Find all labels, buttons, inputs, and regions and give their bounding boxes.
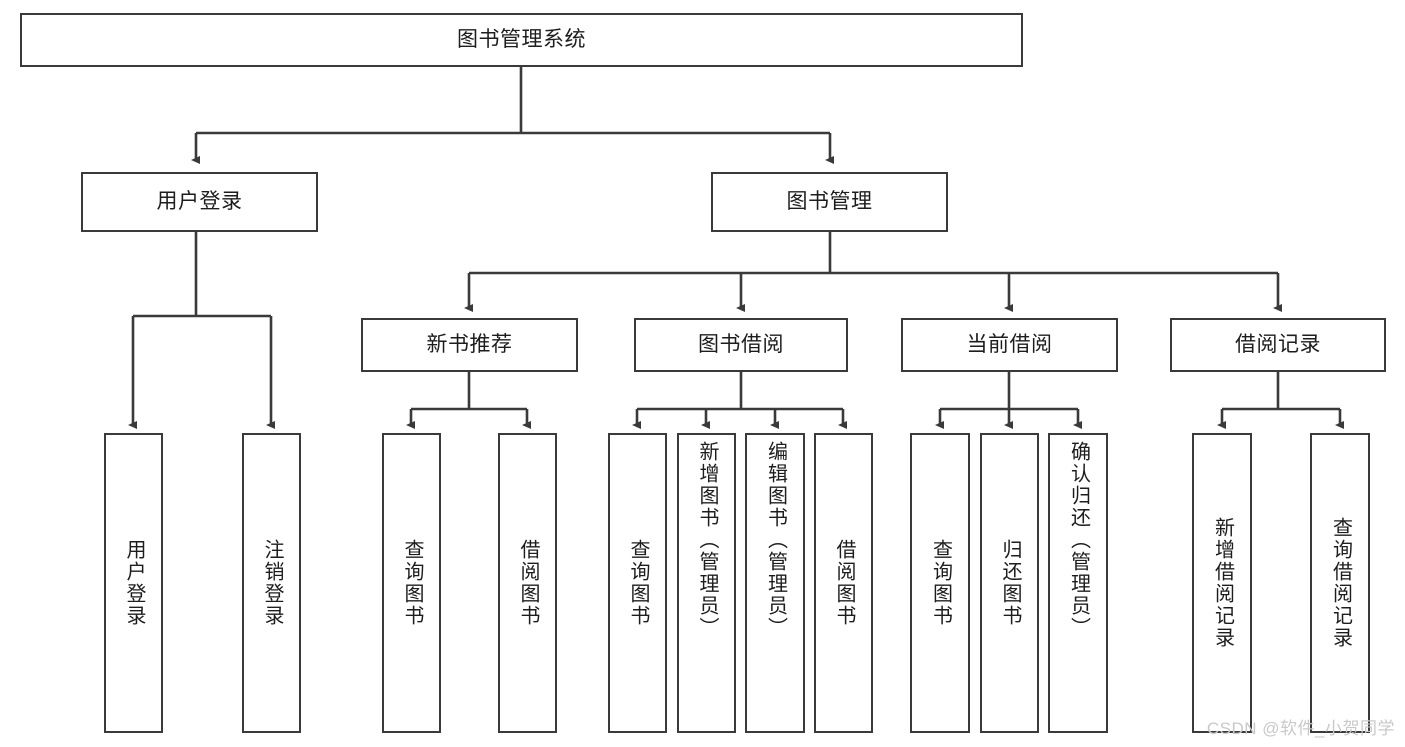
node-leaf-return-book[interactable]: 归还图书 — [980, 433, 1039, 733]
node-leaf-query-book-3-label: 查询图书 — [929, 539, 952, 627]
node-leaf-borrow-book-2-label: 借阅图书 — [833, 539, 855, 627]
node-new-book-rec[interactable]: 新书推荐 — [361, 318, 578, 372]
node-borrow-record-label: 借阅记录 — [1235, 333, 1321, 357]
node-leaf-query-record[interactable]: 查询借阅记录 — [1310, 433, 1370, 733]
node-leaf-add-book[interactable]: 新增图书（管理员） — [677, 433, 736, 733]
node-book-manage-label: 图书管理 — [786, 190, 873, 214]
node-borrow-record[interactable]: 借阅记录 — [1170, 318, 1386, 372]
node-leaf-confirm-return-label: 确认归还（管理员） — [1067, 441, 1090, 639]
node-book-borrow-label: 图书借阅 — [698, 333, 784, 357]
node-root-label: 图书管理系统 — [457, 28, 586, 52]
node-leaf-user-login-label: 用户登录 — [123, 539, 145, 627]
node-leaf-user-login[interactable]: 用户登录 — [104, 433, 163, 733]
node-current-borrow[interactable]: 当前借阅 — [901, 318, 1118, 372]
node-leaf-query-book-2-label: 查询图书 — [627, 539, 649, 627]
node-new-book-rec-label: 新书推荐 — [426, 333, 513, 357]
node-book-manage[interactable]: 图书管理 — [711, 172, 948, 232]
node-leaf-add-record-label: 新增借阅记录 — [1211, 517, 1234, 649]
node-leaf-add-book-label: 新增图书（管理员） — [696, 441, 718, 639]
node-current-borrow-label: 当前借阅 — [966, 333, 1053, 357]
node-leaf-edit-book[interactable]: 编辑图书（管理员） — [745, 433, 805, 733]
node-leaf-logout[interactable]: 注销登录 — [242, 433, 301, 733]
node-leaf-query-record-label: 查询借阅记录 — [1329, 517, 1352, 649]
node-leaf-borrow-book-1-label: 借阅图书 — [517, 539, 539, 627]
node-leaf-confirm-return[interactable]: 确认归还（管理员） — [1048, 433, 1108, 733]
node-user-login-label: 用户登录 — [156, 190, 243, 214]
node-leaf-borrow-book-1[interactable]: 借阅图书 — [498, 433, 557, 733]
node-leaf-query-book-1-label: 查询图书 — [401, 539, 423, 627]
node-leaf-query-book-2[interactable]: 查询图书 — [608, 433, 667, 733]
node-leaf-query-book-1[interactable]: 查询图书 — [382, 433, 441, 733]
node-book-borrow[interactable]: 图书借阅 — [634, 318, 848, 372]
node-leaf-return-book-label: 归还图书 — [999, 539, 1021, 627]
node-leaf-logout-label: 注销登录 — [261, 539, 283, 627]
node-leaf-borrow-book-2[interactable]: 借阅图书 — [814, 433, 873, 733]
node-leaf-add-record[interactable]: 新增借阅记录 — [1192, 433, 1252, 733]
node-root[interactable]: 图书管理系统 — [20, 13, 1023, 67]
node-user-login[interactable]: 用户登录 — [81, 172, 318, 232]
node-leaf-edit-book-label: 编辑图书（管理员） — [764, 441, 787, 639]
node-leaf-query-book-3[interactable]: 查询图书 — [910, 433, 970, 733]
